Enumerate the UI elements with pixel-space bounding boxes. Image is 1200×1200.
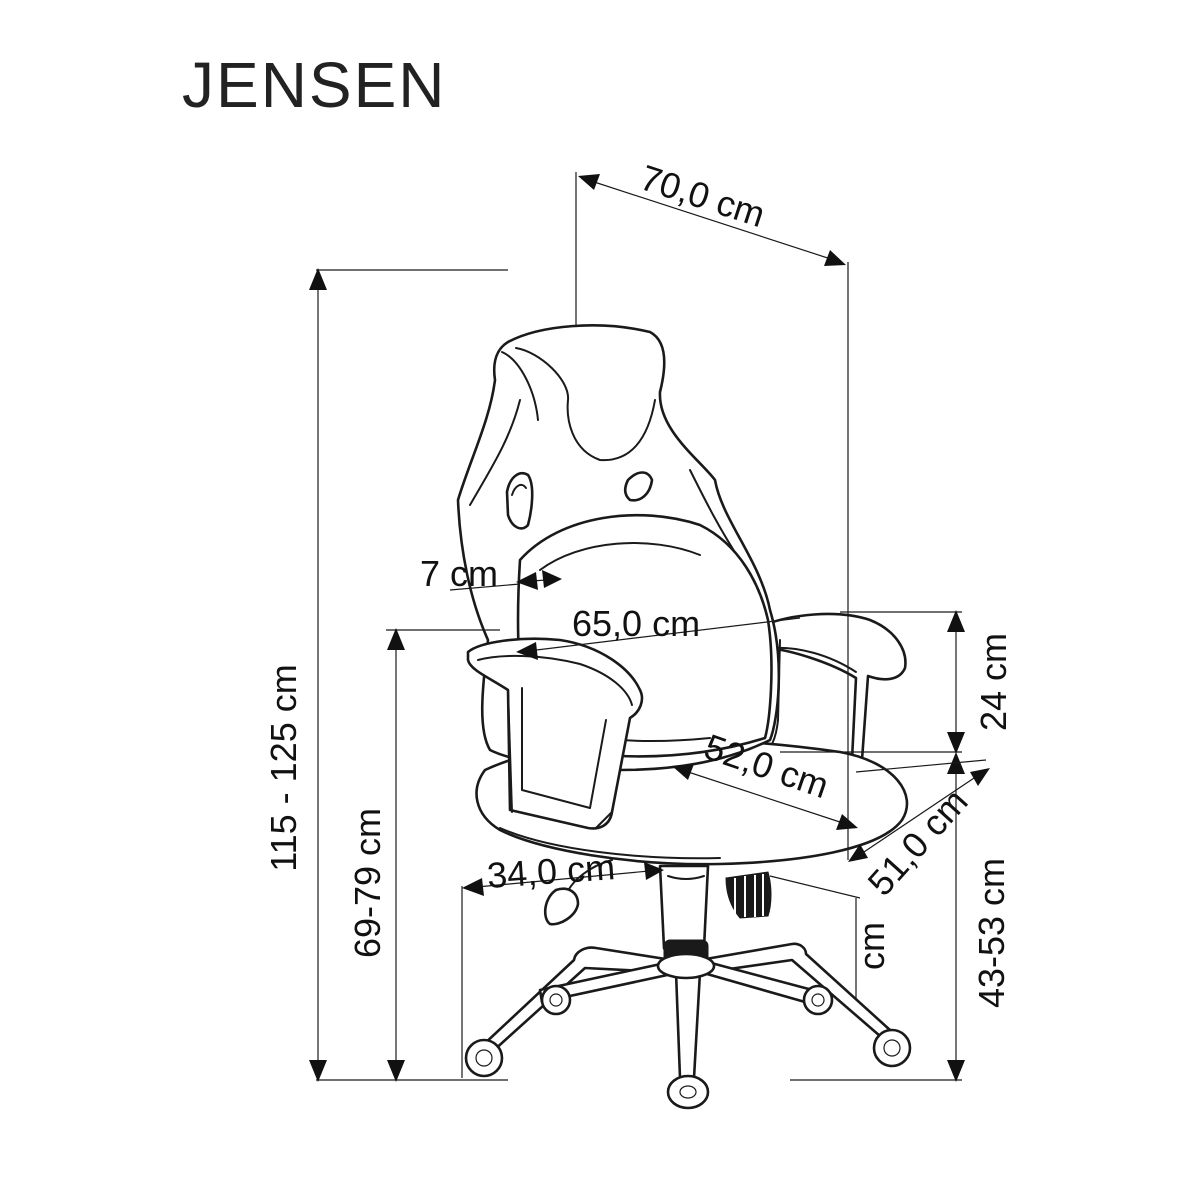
label-backrest-thickness: 7 cm [420,553,498,594]
product-title: JENSEN [182,49,447,121]
dimension-labels: 70,0 cm 115 - 125 cm 69-79 cm 7 cm 65,0 … [263,157,1014,1008]
label-seat-height: 43-53 cm [971,858,1012,1008]
caster-right [802,984,834,1016]
label-armrest-height: 69-79 cm [347,808,388,958]
backrest-left-hole [505,472,534,530]
label-unit-fragment: cm [851,922,892,970]
star-base [480,942,892,1085]
backrest-right-hole [623,471,654,502]
caster-front-right [872,1028,912,1068]
left-armrest [466,637,644,830]
caster-front-left [464,1038,504,1078]
label-gas-lift: 34,0 cm [486,846,617,896]
caster-left [540,984,572,1016]
casters [464,984,912,1110]
chair-illustration [456,324,912,1110]
label-armrest-above-seat: 24 cm [973,633,1014,731]
dimension-lines [309,172,990,1082]
label-overall-width: 70,0 cm [636,157,770,236]
label-overall-height: 115 - 125 cm [263,664,304,871]
label-armrest-span: 65,0 cm [572,603,700,644]
caster-front-center [666,1074,710,1110]
